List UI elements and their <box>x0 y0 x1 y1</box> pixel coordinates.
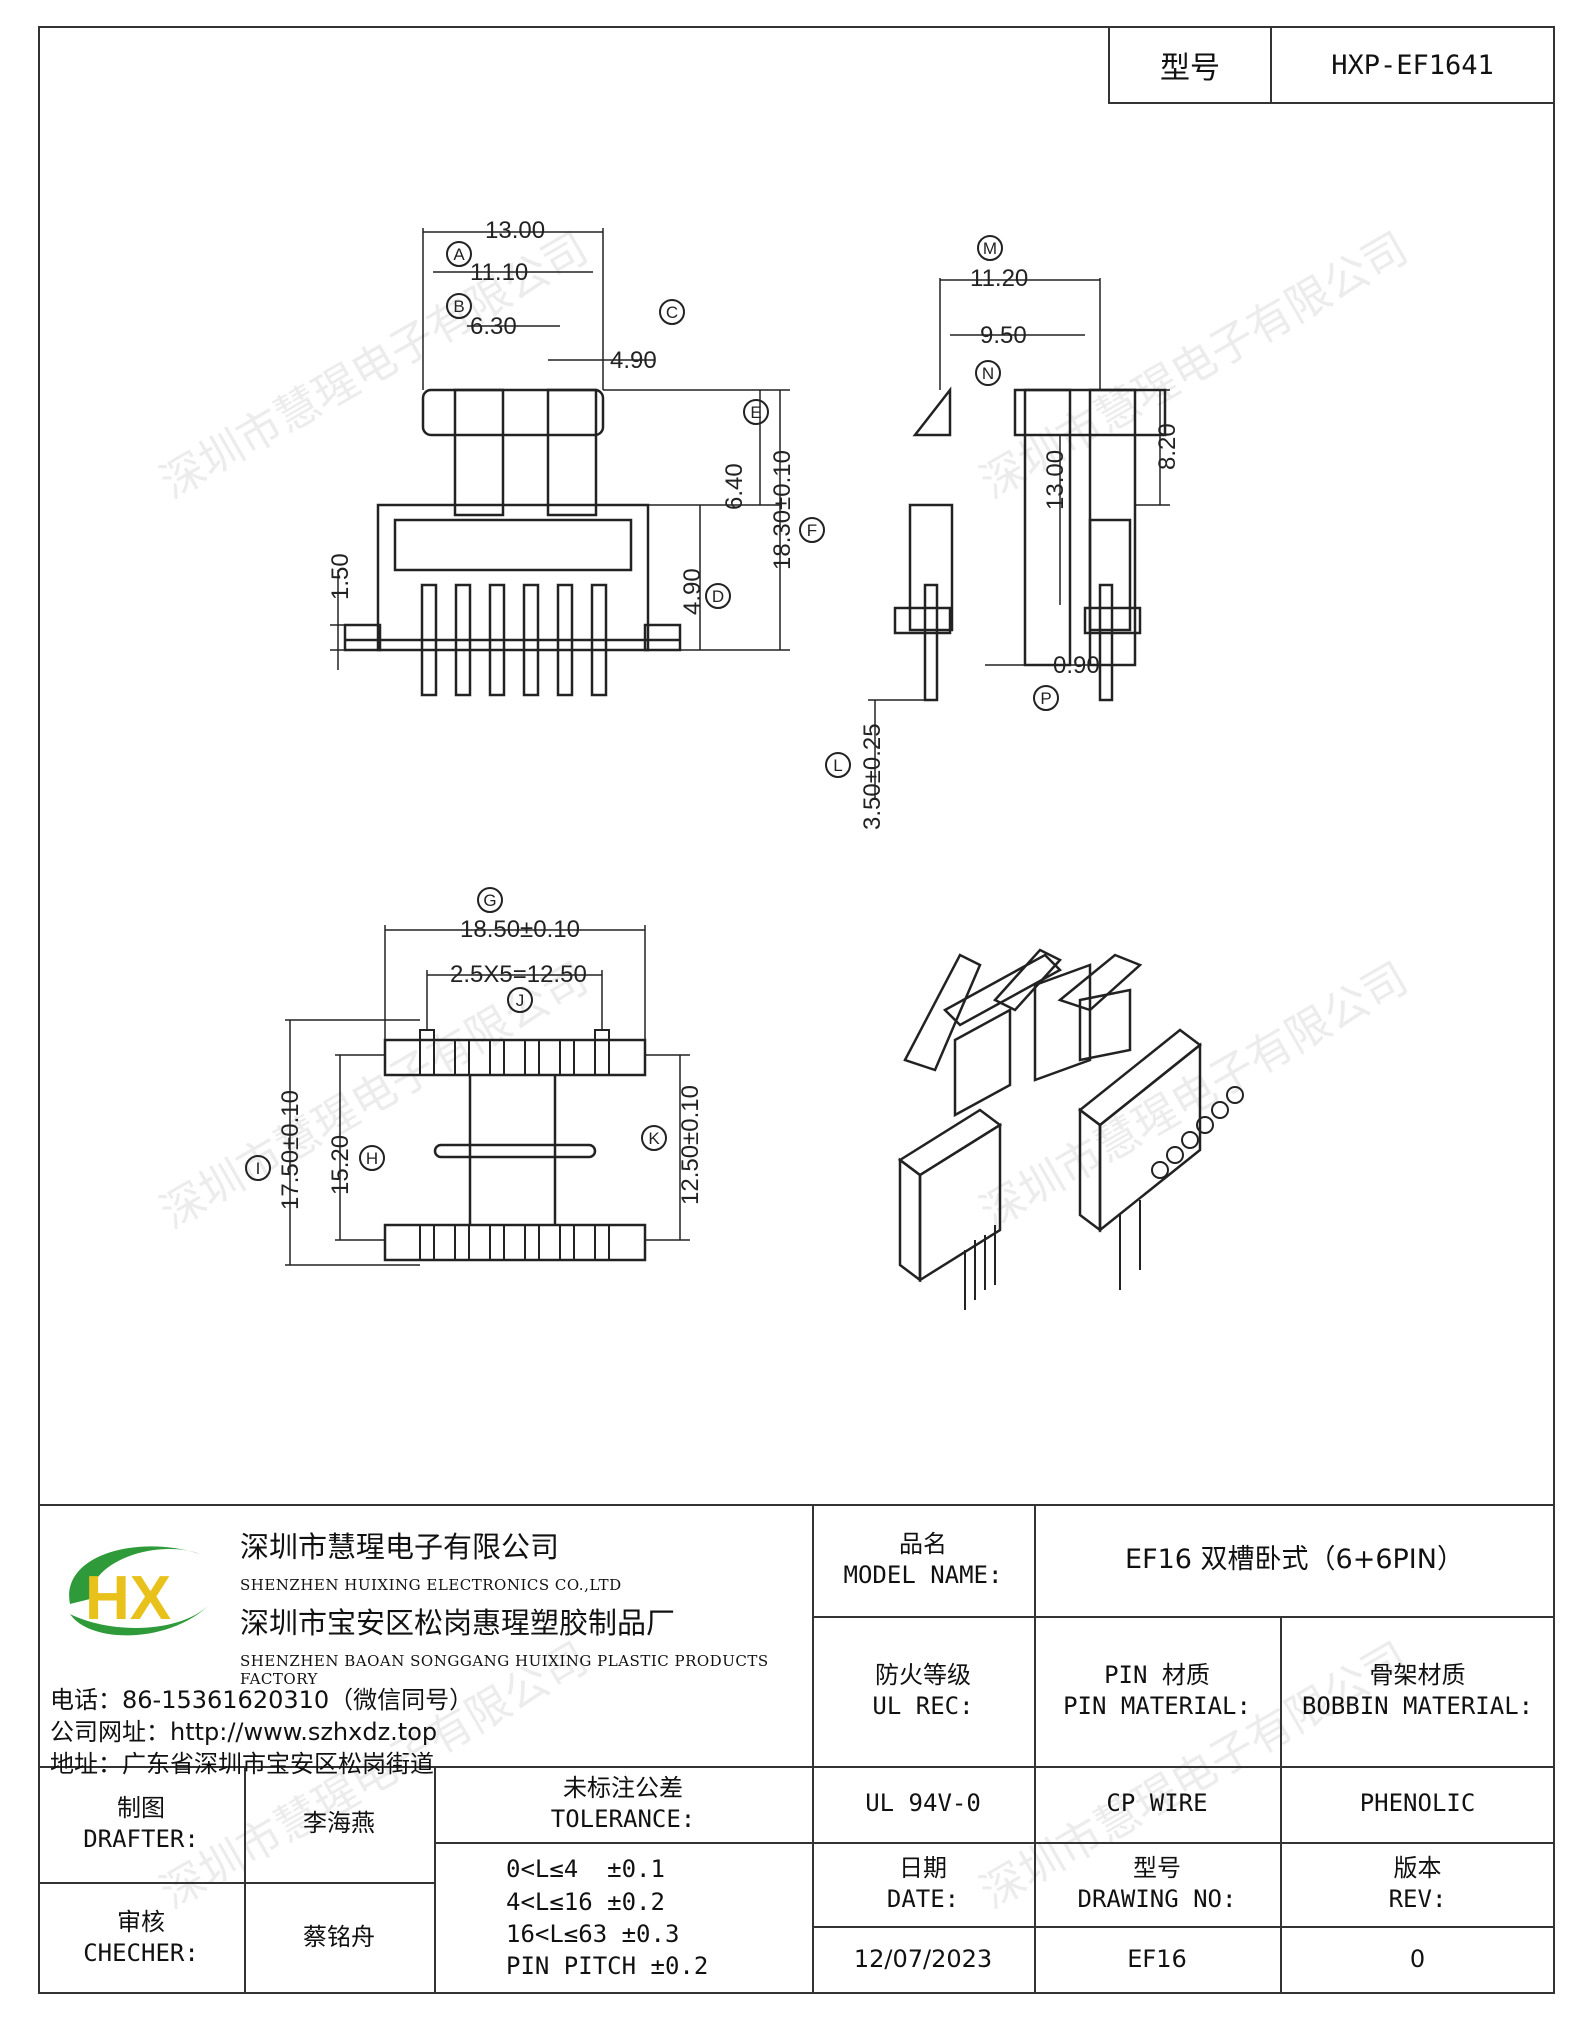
dim-13-text: 13.00 <box>1042 450 1069 510</box>
checker-name: 蔡铭舟 <box>303 1923 375 1952</box>
drawing-no-value: EF16 <box>1127 1945 1187 1974</box>
circle-label-b: B <box>453 297 464 316</box>
circle-label-f: F <box>807 521 817 540</box>
model-value: HXP-EF1641 <box>1331 49 1494 81</box>
dim-a2-text: 11.10 <box>470 259 528 286</box>
dim-j-text: 2.5X5=12.50 <box>450 961 587 988</box>
dim-g-text: 18.50±0.10 <box>460 916 580 943</box>
circle-label-k: K <box>648 1129 660 1148</box>
bottom-view <box>285 925 690 1266</box>
factory-name-cn: 深圳市宝安区松岗惠瑆塑胶制品厂 <box>240 1606 676 1640</box>
pin-material-value: CP WIRE <box>1106 1789 1208 1818</box>
dim-d-text: 4.90 <box>679 568 706 615</box>
isometric-view <box>897 948 1244 1310</box>
dim-f-text: 18.30±0.10 <box>769 450 796 570</box>
company-name-en: SHENZHEN HUIXING ELECTRONICS CO.,LTD <box>240 1576 622 1594</box>
circle-label-p: P <box>1040 689 1051 708</box>
dim-c-text: 4.90 <box>610 347 657 374</box>
ul-rec-value: UL 94V-0 <box>865 1789 981 1818</box>
circle-label-l: L <box>833 756 842 775</box>
drawing-frame <box>38 26 1555 1994</box>
dim-n-text: 9.50 <box>980 322 1027 349</box>
rev-value: 0 <box>1409 1945 1426 1974</box>
date-value: 12/07/2023 <box>853 1945 993 1974</box>
front-view <box>330 228 790 697</box>
technical-drawing: 13.00 11.10 6.30 4.90 6.40 18.30±0.10 4.… <box>245 217 1244 1310</box>
company-phone: 电话：86-15361620310（微信同号） <box>50 1686 474 1714</box>
drafter-name: 李海燕 <box>303 1809 375 1838</box>
circle-label-g: G <box>483 891 496 910</box>
company-name-cn: 深圳市慧瑆电子有限公司 <box>240 1530 560 1564</box>
dim-m-text: 11.20 <box>970 265 1028 292</box>
circle-label-d: D <box>712 587 724 606</box>
dim-side-text: 1.50 <box>327 553 354 600</box>
model-name-value: EF16 双槽卧式（6+6PIN） <box>1125 1544 1464 1576</box>
dim-p-text: 0.90 <box>1053 652 1100 679</box>
company-website: 公司网址：http://www.szhxdz.top <box>50 1718 438 1746</box>
dim-i-text: 17.50±0.10 <box>277 1090 304 1210</box>
tolerance-table: 0<L≤4 ±0.1 4<L≤16 ±0.2 16<L≤63 ±0.3 PIN … <box>506 1855 709 1981</box>
factory-name-en: SHENZHEN BAOAN SONGGANG HUIXING PLASTIC … <box>240 1652 769 1688</box>
circle-label-h: H <box>366 1149 378 1168</box>
svg-text:HX: HX <box>85 1564 171 1633</box>
circle-label-j: J <box>516 991 525 1010</box>
circle-label-i: I <box>256 1159 261 1178</box>
bobbin-material-value: PHENOLIC <box>1359 1789 1476 1818</box>
dim-b-text: 6.30 <box>470 313 517 340</box>
model-label: 型号 <box>1110 28 1272 102</box>
circle-label-m: M <box>983 239 997 258</box>
circle-label-e: E <box>750 403 761 422</box>
circle-label-a: A <box>453 245 465 264</box>
company-logo: HX <box>69 1546 210 1636</box>
dim-a-text: 13.00 <box>485 217 545 244</box>
dim-82-text: 8.20 <box>1154 423 1181 470</box>
circle-label-n: N <box>982 364 994 383</box>
dim-e-text: 6.40 <box>721 463 748 510</box>
company-address: 地址：广东省深圳市宝安区松岗街道 <box>50 1750 434 1778</box>
dim-k-text: 12.50±0.10 <box>677 1085 704 1205</box>
circle-label-c: C <box>666 303 678 322</box>
dim-h-text: 15.20 <box>327 1135 354 1195</box>
side-view <box>868 278 1170 800</box>
header-model-box: 型号 HXP-EF1641 <box>1108 26 1555 104</box>
dim-l-text: 3.50±0.25 <box>859 723 886 830</box>
